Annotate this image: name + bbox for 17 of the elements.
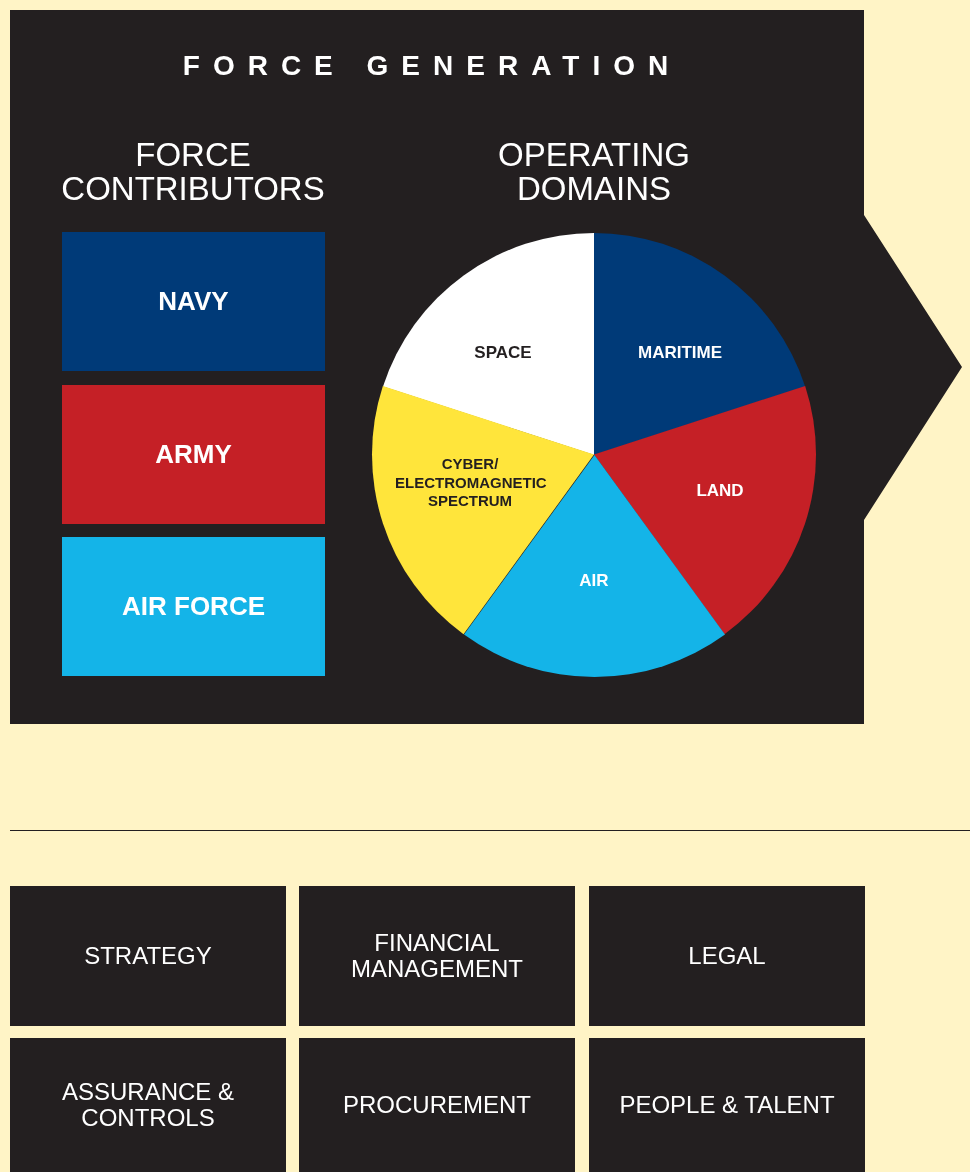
contributor-box: AIR FORCE	[62, 537, 325, 676]
slice-label: LAND	[695, 480, 745, 502]
slice-label: CYBER/ ELECTROMAGNETIC SPECTRUM	[395, 455, 545, 512]
category-box: FINANCIAL MANAGEMENT	[299, 886, 575, 1026]
contributor-box: NAVY	[62, 232, 325, 371]
panel-title: FORCE GENERATION	[181, 50, 683, 82]
column-heading: OPERATING DOMAINS	[497, 138, 691, 206]
category-box: STRATEGY	[10, 886, 286, 1026]
slice-label: SPACE	[473, 342, 533, 364]
category-box: PEOPLE & TALENT	[589, 1038, 865, 1172]
column-heading: FORCE CONTRIBUTORS	[60, 138, 326, 206]
category-box: LEGAL	[589, 886, 865, 1026]
slice-label: MARITIME	[636, 342, 723, 364]
category-box: ASSURANCE & CONTROLS	[10, 1038, 286, 1172]
category-box: PROCUREMENT	[299, 1038, 575, 1172]
slice-label: AIR	[578, 570, 610, 592]
contributor-box: ARMY	[62, 385, 325, 524]
